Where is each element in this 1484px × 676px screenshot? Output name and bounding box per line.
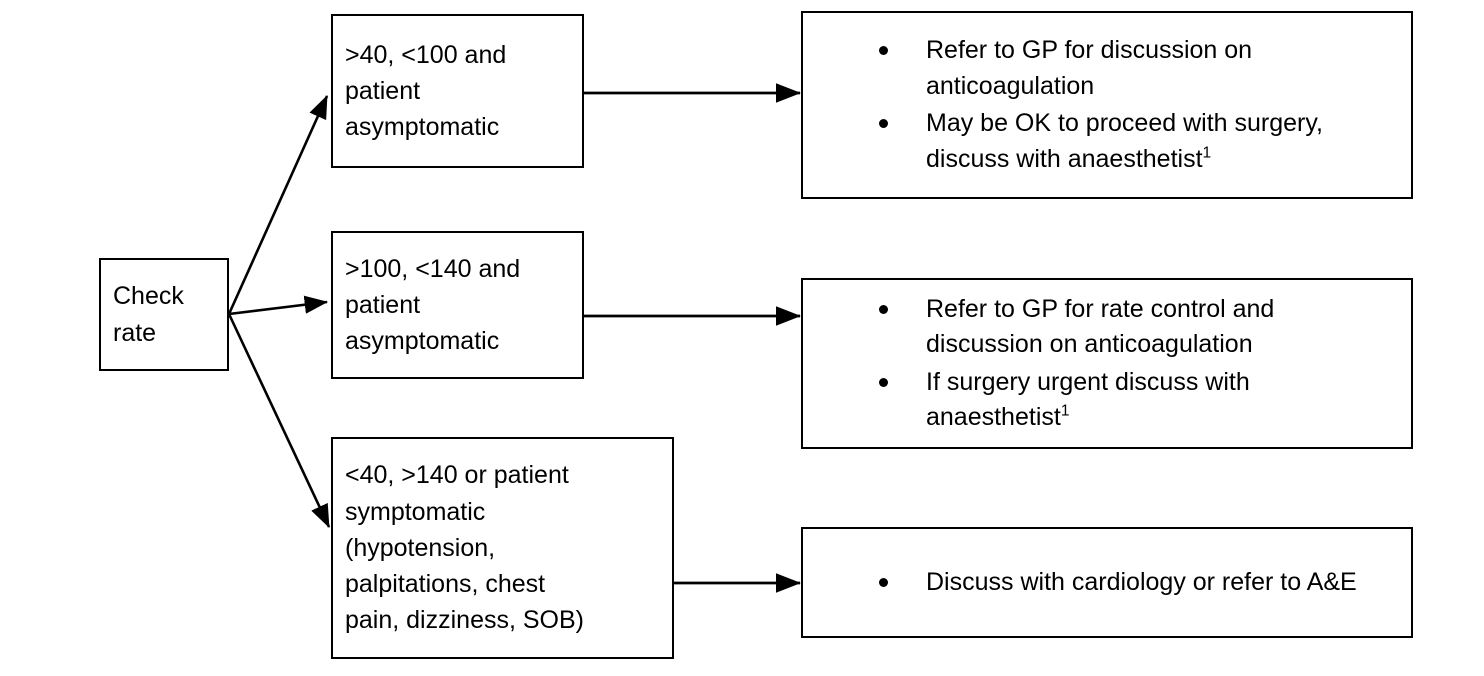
bullet-text: Refer to GP for rate control and discuss…: [926, 294, 1275, 359]
bullet-dot-icon: [879, 46, 888, 55]
node-action-1[interactable]: Refer to GP for discussion on anticoagul…: [801, 11, 1413, 199]
node-check-rate-label: Check rate: [113, 282, 184, 347]
bullet-dot-icon: [879, 119, 888, 128]
bullet-dot-icon: [879, 304, 888, 314]
bullet-text: If surgery urgent discuss with anaesthet…: [926, 367, 1250, 432]
edge-start-to-cond-2: [228, 295, 329, 316]
list-item: Discuss with cardiology or refer to A&E: [879, 565, 1393, 601]
node-action-3[interactable]: Discuss with cardiology or refer to A&E: [801, 527, 1413, 638]
node-condition-3-label: <40, >140 or patient symptomatic (hypote…: [345, 461, 584, 635]
bullet-text: Refer to GP for discussion on anticoagul…: [926, 36, 1253, 100]
bullet-text: Discuss with cardiology or refer to A&E: [926, 567, 1357, 596]
bullet-dot-icon: [879, 577, 888, 587]
node-condition-2[interactable]: >100, <140 and patient asymptomatic: [331, 231, 584, 379]
node-action-2[interactable]: Refer to GP for rate control and discuss…: [801, 278, 1413, 449]
node-condition-1[interactable]: >40, <100 and patient asymptomatic: [331, 14, 584, 168]
list-item: May be OK to proceed with surgery, discu…: [879, 106, 1393, 177]
bullet-text: May be OK to proceed with surgery, discu…: [926, 109, 1323, 173]
edge-start-to-cond-1: [227, 95, 329, 315]
node-condition-3[interactable]: <40, >140 or patient symptomatic (hypote…: [331, 437, 674, 659]
node-condition-2-label: >100, <140 and patient asymptomatic: [345, 254, 521, 356]
action-1-bullet-list: Refer to GP for discussion on anticoagul…: [803, 33, 1411, 177]
list-item: If surgery urgent discuss with anaesthet…: [879, 365, 1393, 436]
node-check-rate[interactable]: Check rate: [99, 258, 229, 371]
list-item: Refer to GP for discussion on anticoagul…: [879, 33, 1393, 104]
action-3-bullet-list: Discuss with cardiology or refer to A&E: [803, 565, 1411, 601]
bullet-superscript: 1: [1060, 402, 1070, 420]
list-item: Refer to GP for rate control and discuss…: [879, 292, 1393, 363]
bullet-superscript: 1: [1202, 144, 1212, 162]
bullet-dot-icon: [879, 377, 888, 387]
action-2-bullet-list: Refer to GP for rate control and discuss…: [803, 292, 1411, 436]
node-condition-1-label: >40, <100 and patient asymptomatic: [345, 40, 507, 142]
edge-start-to-cond-3: [227, 313, 331, 528]
